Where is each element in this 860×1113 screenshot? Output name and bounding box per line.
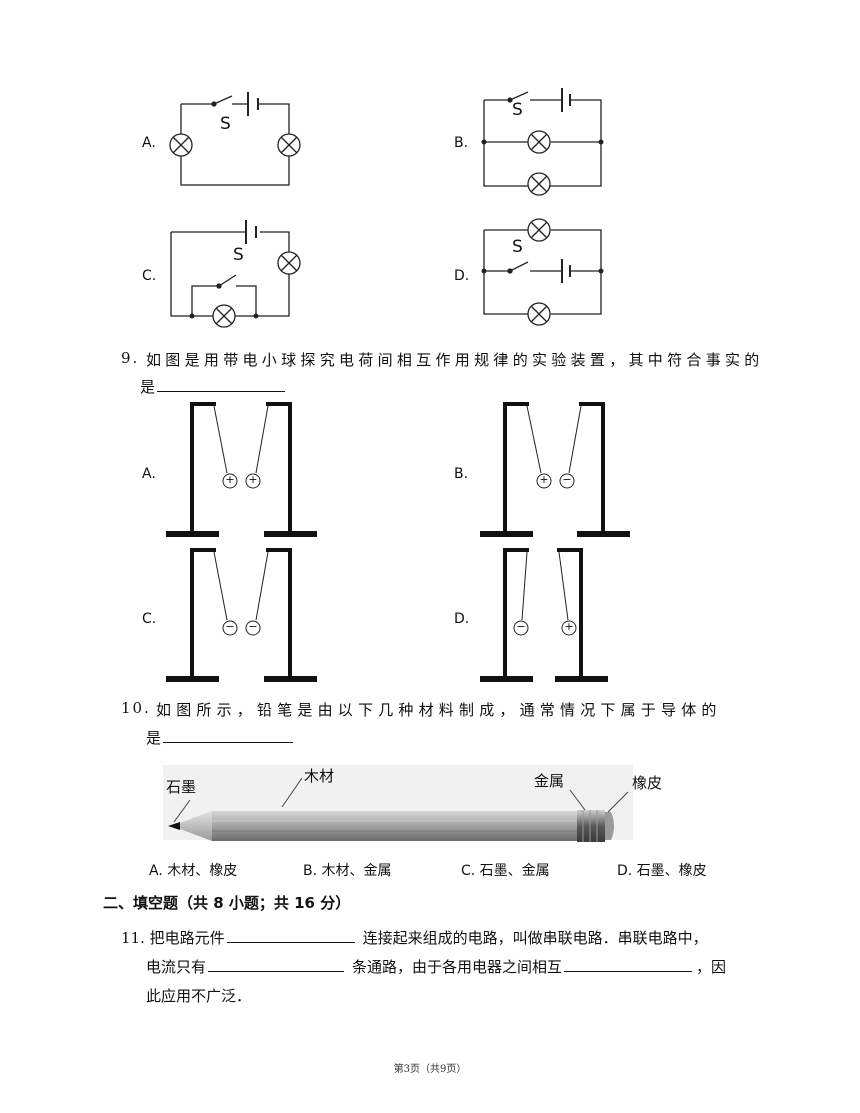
q9-option-b-label: B. (454, 466, 469, 482)
pencil-label-wood: 木材 (304, 767, 335, 785)
circuit-c-switch-label: S (233, 245, 244, 265)
q9-d-charge-left: − (516, 620, 526, 633)
q10-choice-d[interactable]: D. 石墨、橡皮 (617, 863, 707, 879)
option-c-label: C. (142, 268, 157, 284)
q9-text: 如图是用带电小球探究电荷间相互作用规律的实验装置，其中符合事实的 (146, 351, 764, 369)
option-b-label: B. (454, 135, 469, 151)
q10-text-cont-label: 是 (146, 729, 164, 747)
q11-line1: 11. 把电路元件 连接起来组成的电路，叫做串联电路．串联电路中， (121, 927, 708, 948)
q10-answer-blank[interactable] (163, 728, 294, 743)
q11-text-2: 连接起来组成的电路，叫做串联电路．串联电路中， (362, 929, 708, 947)
q11-line2: 电流只有 条通路，由于各用电器之间相互 ，因 (146, 956, 726, 977)
q10-choice-c[interactable]: C. 石墨、金属 (461, 863, 550, 879)
q9-number: 9. (121, 349, 140, 367)
q10-text-cont: 是 (146, 727, 294, 748)
q9-option-a-label: A. (142, 466, 156, 482)
circuit-d-switch-label: S (512, 237, 523, 257)
q9-text-cont: 是 (140, 376, 286, 397)
page-footer: 第3页（共9页） (393, 1064, 467, 1075)
q10-choice-a[interactable]: A. 木材、橡皮 (149, 863, 238, 879)
option-a-label: A. (142, 135, 156, 151)
q11-text-4: 条通路，由于各用电器之间相互 (352, 958, 563, 976)
q10-number: 10. (121, 699, 151, 717)
q9-c-charge-right: − (248, 620, 258, 633)
q10-text: 如图所示，铅笔是由以下几种材料制成，通常情况下属于导体的 (156, 701, 722, 719)
q9-d-charge-right: + (564, 620, 574, 633)
q9-option-c-label: C. (142, 611, 157, 627)
q9-b-charge-left: + (539, 473, 549, 486)
pencil-label-metal: 金属 (534, 772, 565, 790)
q9-option-d-label: D. (454, 611, 470, 627)
option-d-label: D. (454, 268, 470, 284)
circuit-a-switch-label: S (220, 114, 231, 134)
q11-line3: 此应用不广泛． (146, 985, 251, 1006)
q9-c-charge-left: − (225, 620, 235, 633)
q9-text-cont-label: 是 (140, 378, 158, 396)
pencil-label-graphite: 石墨 (166, 778, 197, 796)
q11-blank-1[interactable] (226, 928, 355, 943)
section-title: 二、填空题（共 8 小题；共 16 分） (103, 894, 351, 912)
q11-text-1: 11. 把电路元件 (121, 929, 225, 947)
q10-choice-b[interactable]: B. 木材、金属 (303, 863, 392, 879)
pencil-label-eraser: 橡皮 (632, 774, 663, 792)
circuit-b-switch-label: S (512, 100, 523, 120)
q9-a-charge-right: + (248, 473, 258, 486)
q11-text-3: 电流只有 (146, 958, 207, 976)
q9-b-charge-right: − (562, 473, 572, 486)
q11-text-5: ，因 (696, 958, 727, 976)
q9-a-charge-left: + (225, 473, 235, 486)
q11-text-6: 此应用不广泛． (146, 987, 252, 1005)
q9-answer-blank[interactable] (157, 377, 286, 392)
q11-blank-2[interactable] (208, 957, 345, 972)
q11-blank-3[interactable] (564, 957, 693, 972)
